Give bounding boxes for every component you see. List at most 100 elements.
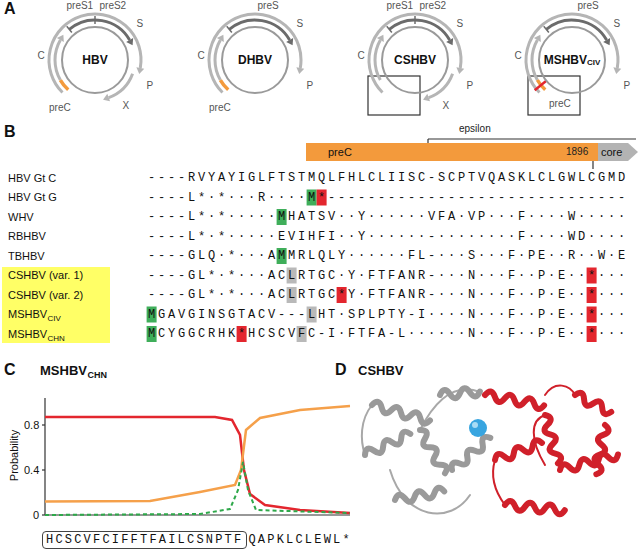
helix [394,487,445,505]
orf-arc [532,40,537,80]
panel-letter: B [4,124,16,140]
sequence-name: HBV Gt C [8,173,56,184]
sequence-name: RBHBV [8,231,46,242]
genome-label: preS [578,1,599,11]
orf-arrowhead [377,35,384,42]
orf-start-tick [414,16,416,24]
genome-label: P [467,81,474,91]
subscript: CIV [48,315,61,323]
orf-arc [546,20,606,40]
orf-arrowhead [423,94,430,102]
subscript: CHN [88,371,108,380]
node-text: DHBV [238,54,272,66]
helix [541,414,563,465]
sequence-row: ----GL*·*···ACLRTGC·Y·FTFANR-···N···F··P… [148,270,628,282]
genome-label: S [457,19,464,29]
node-text: core [601,147,622,158]
genome-label: X [443,101,450,111]
orf-arc [220,80,228,90]
helix [592,424,610,475]
sequence-row: ----GLQ·*···AMMRLQLY······FL-···S···F·PE… [148,250,628,262]
node-text: HBV [82,54,107,66]
sequence-name: HBV Gt G [8,192,57,203]
genome-label: preS2 [420,1,447,11]
axis-tick [42,469,45,470]
orf-arrowhead [136,67,144,74]
node-text: CIV [587,59,600,67]
helix [449,434,493,473]
panel-letter: A [4,1,16,17]
orf-arrowhead [286,38,293,45]
orf-arrowhead [217,35,224,42]
arrow-fill [598,143,638,161]
orf-start-tick [94,16,96,24]
orf-arrowhead [534,35,541,42]
prec-bar: preC [306,143,598,161]
probability-curve [45,417,350,513]
orf-arc [215,40,220,80]
helix [363,430,412,459]
genome-label: C [358,51,365,61]
orf-arc [389,20,449,40]
genome-circle: DHBV [221,26,289,94]
sequence-row: ----L*·*·····EVIHFI··Y······-········F··… [148,231,628,243]
genome-label: preS1 [67,1,94,11]
orf-arc [109,74,133,98]
panel-title: CSHBV [358,364,404,377]
genome-label: preC [49,103,71,113]
orf-start-tick [227,26,232,32]
helix [371,401,431,425]
orf-arrowhead [126,38,133,45]
genome-label: X [123,101,130,111]
subscript: CHN [48,335,65,343]
genome-label: S [297,19,304,29]
protein-loop [545,386,575,395]
sequence-name: CSHBV (var. 1) [8,270,83,281]
orf-arrowhead [456,67,464,74]
axis-title: Probability [9,429,20,480]
genome-label: C [38,51,45,61]
helix [505,501,566,515]
position-number: 1896 [566,147,588,157]
sequence-row: ----L*·*···R····M*----------------------… [148,192,628,204]
panel-letter: C [4,362,16,378]
genome-label: P [147,81,154,91]
helix [559,450,619,474]
orf-start-tick [67,26,72,32]
probability-curve [45,406,350,502]
node-text: HCSCVFCIFFTFAILCSNPTF [46,534,243,546]
sequence-name: MSHBV [8,329,47,340]
genome-label: preS1 [387,1,414,11]
genome-label: C [198,51,205,61]
genome-label: P [307,81,314,91]
panel-letter: D [335,362,347,378]
node-text: preC [328,147,352,158]
orf-arrowhead [57,35,64,42]
mutation-mark [535,81,547,90]
sequence-row: ----L*·*·····MHATSV··Y······VFA·VP···F··… [148,211,628,223]
orf-arrowhead [613,67,621,74]
orf-start-tick [544,26,549,32]
genome-label: P [624,81,631,91]
helix [573,391,613,416]
position-tick [592,161,593,169]
genome-label: preC [209,103,231,113]
orf-arc [375,40,380,80]
epsilon-line [428,138,636,139]
core-arrow: core [598,143,638,161]
orf-arc [55,40,60,80]
axis-tick [42,514,45,515]
axis-tick [42,424,45,425]
protein-loop [493,460,505,505]
protein-structure [362,386,619,515]
sequence-row: ----GL*·*···ACLRTGC*Y·FTFANR-···N···F··P… [148,289,628,301]
orf-arc [229,20,289,40]
probability-curve [45,462,350,515]
tick-label: 0 [33,510,39,521]
y-axis [44,398,45,515]
protein-loop [390,470,470,514]
node-text: CSHBV [394,54,436,66]
ion-sphere [469,419,487,437]
genome-label: preC [549,99,571,109]
sequence-name: TBHBV [8,251,45,262]
